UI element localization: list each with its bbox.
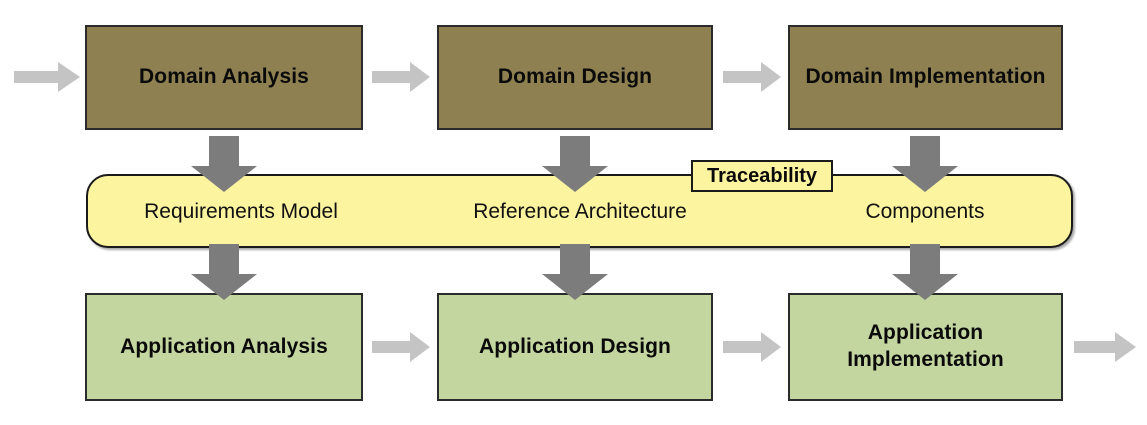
traceability-tag[interactable]: Traceability [691, 160, 833, 192]
box-domain-implementation-label: Domain Implementation [805, 65, 1046, 89]
components-to-application-implementation-arrow-icon [892, 244, 958, 300]
box-application-implementation-label: Application Implementation [847, 321, 1004, 371]
artifact-reference-architecture-label: Reference Architecture [473, 200, 687, 223]
requirements-model-to-application-analysis-arrow-icon [191, 244, 257, 300]
box-application-design-label: Application Design [479, 334, 671, 358]
traceability-tag-label: Traceability [706, 164, 818, 187]
domain-analysis-to-requirements-model-arrow-icon [191, 136, 257, 192]
box-application-analysis-label: Application Analysis [120, 334, 328, 358]
box-domain-analysis-label: Domain Analysis [139, 65, 309, 89]
box-domain-design[interactable]: Domain Design [437, 25, 713, 130]
entry-arrow-domain-icon [14, 62, 80, 92]
application-design-to-application-implementation-arrow-icon [723, 332, 781, 362]
exit-arrow-application-icon [1074, 332, 1136, 362]
box-application-analysis[interactable]: Application Analysis [85, 293, 363, 401]
box-application-design[interactable]: Application Design [437, 293, 713, 401]
artifact-requirements-model-label: Requirements Model [144, 200, 338, 223]
domain-design-to-domain-implementation-arrow-icon [723, 62, 781, 92]
box-domain-design-label: Domain Design [497, 65, 653, 89]
domain-analysis-to-domain-design-arrow-icon [372, 62, 430, 92]
box-domain-implementation[interactable]: Domain Implementation [788, 25, 1063, 130]
domain-design-to-reference-architecture-arrow-icon [542, 136, 608, 192]
application-analysis-to-application-design-arrow-icon [372, 332, 430, 362]
box-application-implementation[interactable]: Application Implementation [788, 293, 1063, 401]
artifact-components-label: Components [865, 200, 985, 223]
domain-implementation-to-components-arrow-icon [892, 136, 958, 192]
reference-architecture-to-application-design-arrow-icon [542, 244, 608, 300]
box-domain-analysis[interactable]: Domain Analysis [85, 25, 363, 130]
